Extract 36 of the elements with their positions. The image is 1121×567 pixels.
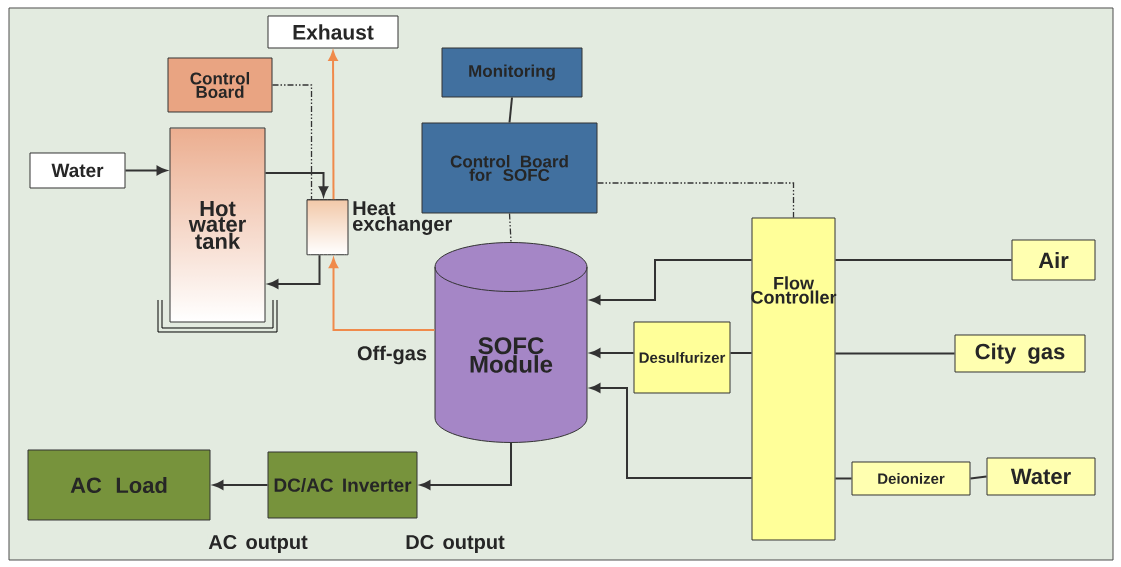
connector-line [508, 96, 513, 124]
input-box: Water [986, 457, 1096, 496]
desulfurizer-box: Desulfurizer [633, 321, 731, 394]
arrow [420, 442, 512, 490]
connector-line [834, 259, 1013, 261]
connector-line [729, 352, 753, 354]
arrow [590, 348, 635, 358]
arrow [328, 50, 338, 201]
arrow [328, 257, 436, 331]
input-box: Water [29, 152, 126, 189]
connector-line [271, 84, 313, 200]
arrow [590, 259, 753, 305]
arrow [264, 172, 329, 197]
input-box: City gas [954, 334, 1086, 373]
inverter-box: DC/AC Inverter [267, 451, 418, 519]
arrow [213, 480, 269, 490]
edge-label: AC output [207, 533, 309, 555]
edge-label: DC output [404, 533, 506, 555]
input-box: Air [1011, 239, 1096, 281]
control-box: Monitoring [441, 47, 583, 98]
control-box: Control Board for SOFC [421, 122, 598, 214]
tank-box: Hot water tank [169, 127, 266, 323]
connector-line [508, 212, 512, 243]
arrow [590, 383, 753, 479]
controller-box: Flow Controller [751, 217, 837, 541]
connector-line [834, 477, 853, 480]
connector-line [596, 182, 795, 219]
arrow [268, 254, 321, 289]
load-box: AC Load [27, 449, 211, 521]
deionizer-box: Deionizer [851, 461, 971, 496]
edge-label: Off-gas [356, 344, 428, 366]
control-box: Control Board [167, 57, 273, 113]
module-cylinder: SOFC Module [434, 242, 588, 443]
connector-line [969, 475, 988, 480]
output-box: Exhaust [267, 15, 399, 49]
connector-line [834, 352, 956, 355]
